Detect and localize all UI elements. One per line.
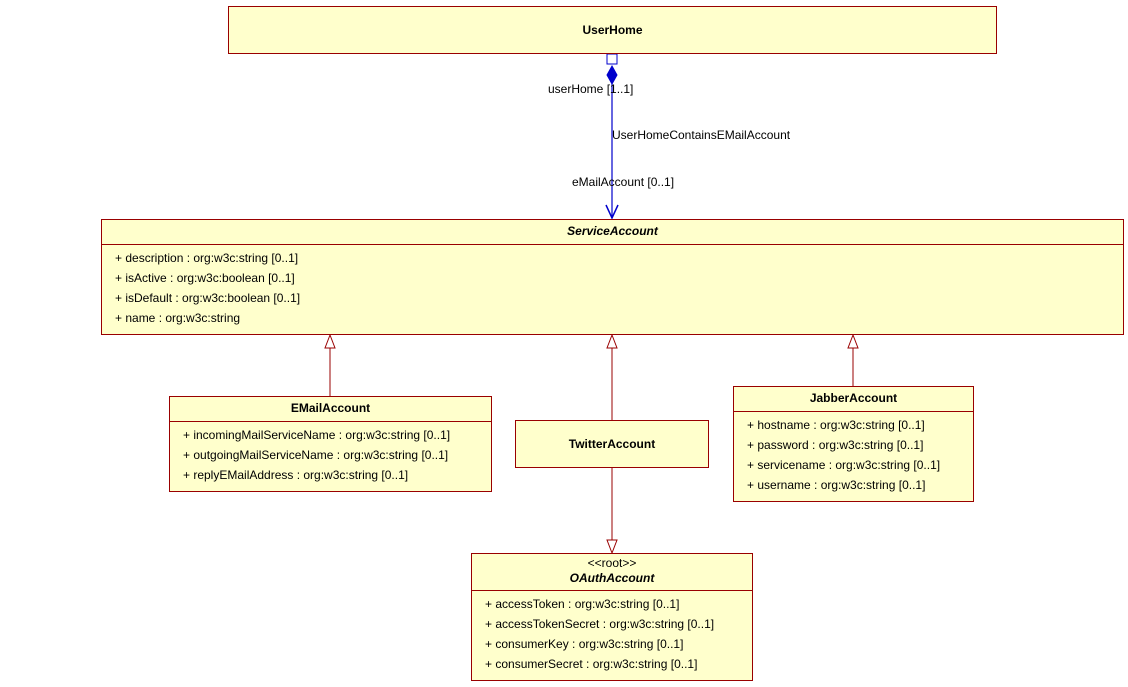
class-emailaccount[interactable]: EMailAccount + incomingMailServiceName :… <box>169 396 492 492</box>
association-arrowhead <box>605 204 619 220</box>
attribute-list: + incomingMailServiceName : org:w3c:stri… <box>170 422 491 485</box>
generalization-jabber-serviceaccount <box>847 333 859 386</box>
association-port-square <box>606 53 618 65</box>
attribute: + incomingMailServiceName : org:w3c:stri… <box>183 428 451 442</box>
class-name: TwitterAccount <box>568 437 656 451</box>
class-twitteraccount[interactable]: TwitterAccount <box>515 420 709 468</box>
attribute-list: + accessToken : org:w3c:string [0..1] + … <box>472 591 752 674</box>
attribute: + password : org:w3c:string [0..1] <box>747 438 924 452</box>
attribute: + consumerKey : org:w3c:string [0..1] <box>485 637 684 651</box>
attribute: + isDefault : org:w3c:boolean [0..1] <box>115 291 301 305</box>
association-name: UserHomeContainsEMailAccount <box>612 128 791 142</box>
attribute: + description : org:w3c:string [0..1] <box>115 251 299 265</box>
class-userhome[interactable]: UserHome <box>228 6 997 54</box>
attribute: + servicename : org:w3c:string [0..1] <box>747 458 941 472</box>
class-name: ServiceAccount <box>102 220 1123 245</box>
class-name: JabberAccount <box>734 387 973 412</box>
attribute: + consumerSecret : org:w3c:string [0..1] <box>485 657 698 671</box>
class-header: <<root>> OAuthAccount <box>472 554 752 591</box>
class-name: EMailAccount <box>170 397 491 422</box>
class-name: OAuthAccount <box>569 571 655 585</box>
attribute-list: + description : org:w3c:string [0..1] + … <box>102 245 1123 328</box>
class-oauthaccount[interactable]: <<root>> OAuthAccount + accessToken : or… <box>471 553 753 681</box>
generalization-twitter-serviceaccount <box>606 333 618 420</box>
attribute: + accessTokenSecret : org:w3c:string [0.… <box>485 617 715 631</box>
attribute: + outgoingMailServiceName : org:w3c:stri… <box>183 448 449 462</box>
association-userhome-serviceaccount <box>605 53 619 220</box>
generalization-twitter-oauthaccount <box>606 468 618 555</box>
attribute: + replyEMailAddress : org:w3c:string [0.… <box>183 468 409 482</box>
association-target-role: eMailAccount [0..1] <box>572 175 675 189</box>
association-source-role: userHome [1..1] <box>548 82 634 96</box>
generalization-email-serviceaccount <box>324 333 336 396</box>
class-serviceaccount[interactable]: ServiceAccount + description : org:w3c:s… <box>101 219 1124 335</box>
attribute: + username : org:w3c:string [0..1] <box>747 478 926 492</box>
class-jabberaccount[interactable]: JabberAccount + hostname : org:w3c:strin… <box>733 386 974 502</box>
attribute-list: + hostname : org:w3c:string [0..1] + pas… <box>734 412 973 495</box>
stereotype-label: <<root>> <box>587 556 637 570</box>
class-name: UserHome <box>582 23 643 37</box>
attribute: + hostname : org:w3c:string [0..1] <box>747 418 925 432</box>
attribute: + accessToken : org:w3c:string [0..1] <box>485 597 680 611</box>
attribute: + isActive : org:w3c:boolean [0..1] <box>115 271 295 285</box>
attribute: + name : org:w3c:string <box>115 311 241 325</box>
